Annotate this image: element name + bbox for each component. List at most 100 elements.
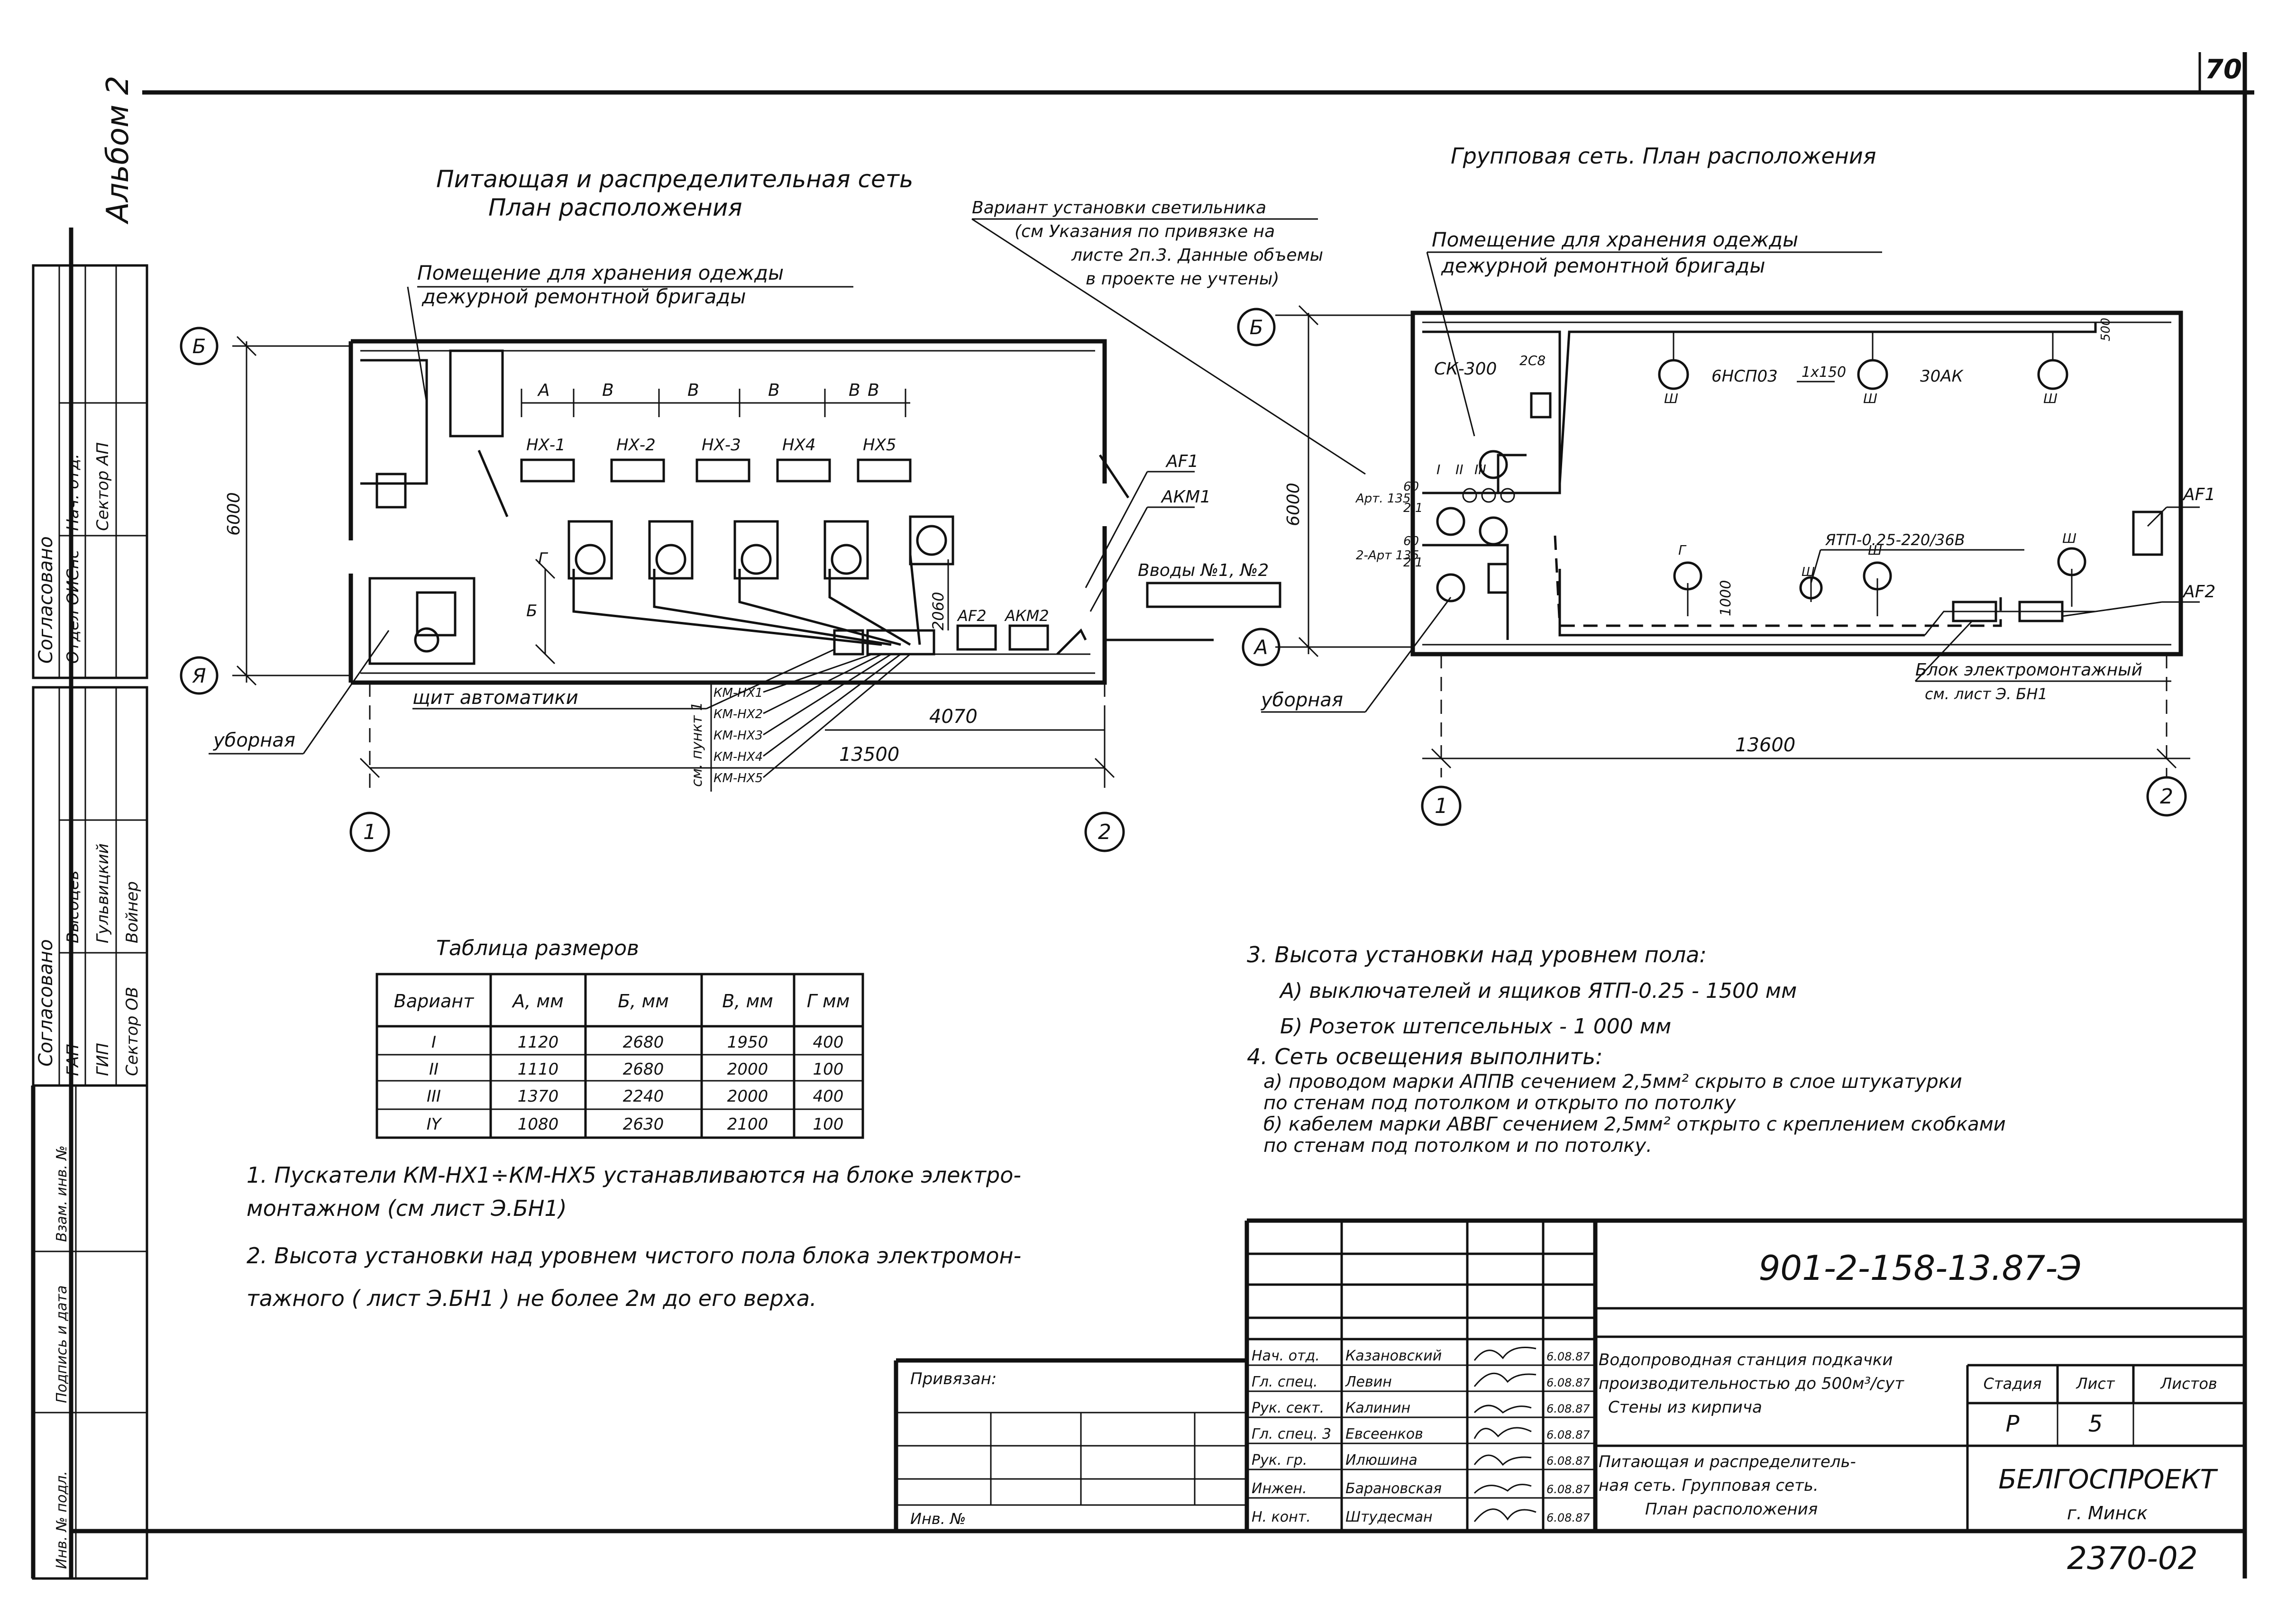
stamp-name2-3: Войнер — [123, 881, 142, 943]
table-cell: II — [429, 1060, 439, 1079]
starter-1: КМ-НХ1 — [713, 686, 763, 700]
tb-date-7: 6.08.87 — [1546, 1511, 1590, 1524]
table-cell: 2630 — [623, 1115, 664, 1134]
table-cell: 2000 — [727, 1060, 768, 1079]
left-dim-height: 6000 — [224, 492, 244, 536]
tb-name-5: Илюшина — [1345, 1452, 1418, 1469]
tb-role-6: Инжен. — [1252, 1480, 1307, 1497]
table-header-1: Вариант — [394, 991, 475, 1012]
pump-label-3: НХ-3 — [702, 436, 741, 455]
right-toilet-label: уборная — [1261, 689, 1343, 711]
lamp-mark-2: Ш — [1863, 391, 1877, 406]
variant-note-3: листе 2п.3. Данные объемы — [1071, 246, 1323, 265]
dim-small: 2060 — [929, 592, 947, 630]
fixtures-note-2: 1х150 — [1802, 364, 1846, 381]
table-cell: 2680 — [623, 1060, 664, 1079]
tb-role-4: Гл. спец. 3 — [1252, 1426, 1331, 1442]
sheet-value: 5 — [2088, 1411, 2103, 1437]
stamp-vcell-2: Подпись и дата — [54, 1286, 70, 1404]
note-right-5: а) проводом марки АППВ сечением 2,5мм² с… — [1263, 1071, 1962, 1093]
lamp-mark-6: Ш — [2062, 530, 2076, 546]
right-axis-2: 2 — [2160, 785, 2173, 809]
ytp-label: ЯТП-0.25-220/36В — [1825, 531, 1965, 549]
sheet-title-1: Питающая и распределитель- — [1599, 1452, 1856, 1471]
right-axis-a: А — [1253, 636, 1268, 659]
note-left-1: 1. Пускатели КМ-НХ1÷КМ-НХ5 устанавливают… — [247, 1162, 1021, 1188]
right-panel-note: 2С8 — [1519, 353, 1546, 368]
table-cell: 2000 — [727, 1087, 768, 1106]
org-city: г. Минск — [2067, 1503, 2148, 1524]
sheet-title-2: ная сеть. Групповая сеть. — [1599, 1476, 1819, 1495]
block-note-2: см. лист Э. БН1 — [1925, 685, 2048, 703]
left-axis-ya: Я — [192, 664, 206, 687]
right-lamps — [1436, 359, 2086, 602]
variant-note-1: Вариант установки светильника — [972, 198, 1266, 218]
tb-date-2: 6.08.87 — [1546, 1376, 1590, 1389]
project-1: Водопроводная станция подкачки — [1599, 1350, 1893, 1369]
right-axes — [1237, 305, 2190, 826]
right-group-wiring — [1497, 322, 2097, 637]
right-note-1: Арт. 135 — [1355, 492, 1411, 506]
pump-label-5: НХ5 — [863, 436, 896, 455]
table-header-2: А, мм — [511, 991, 564, 1012]
left-plan-title-1: Питающая и распределительная сеть — [436, 165, 913, 193]
pump-label-2: НХ-2 — [616, 436, 656, 455]
table-cell: 1370 — [518, 1087, 559, 1106]
project-2: производительностью до 500м³/сут — [1599, 1374, 1904, 1393]
note-right-2: А) выключателей и ящиков ЯТП-0.25 - 1500… — [1279, 979, 1797, 1003]
table-cell: III — [427, 1087, 441, 1106]
lamp-mark-1: Ш — [1664, 391, 1678, 406]
left-axis-b: Б — [192, 335, 206, 358]
dim-label-b-3: В — [768, 381, 780, 400]
left-right-label-4: АКМ2 — [1004, 607, 1049, 625]
starter-3: КМ-НХ3 — [713, 729, 763, 743]
table-header-4: В, мм — [722, 991, 773, 1012]
stage-header: Стадия — [1984, 1375, 2042, 1393]
left-right-label-1: АF1 — [1165, 452, 1198, 471]
stamp-row-2: Отдел ОИСнс — [64, 549, 82, 664]
stage-value: Р — [2006, 1411, 2020, 1437]
stamp-row-1: Нач. отд. — [64, 454, 82, 531]
stamp-agreed-2: Согласовано — [35, 939, 57, 1067]
left-axes — [180, 327, 1125, 852]
org-name: БЕЛГОСПРОЕКТ — [1998, 1464, 2218, 1495]
tb-date-1: 6.08.87 — [1546, 1350, 1590, 1363]
right-axis-b: Б — [1250, 316, 1263, 339]
album-label: Альбом 2 — [101, 76, 136, 225]
fixtures-note: 6НСП03 — [1711, 367, 1778, 386]
table-cell: 100 — [813, 1115, 844, 1134]
left-dim-right: 4070 — [929, 706, 978, 728]
left-pump-row — [520, 458, 954, 580]
stamp-vcell-1: Взам. инв. № — [54, 1145, 70, 1242]
right-note-4: 2-Арт 135 — [1356, 548, 1419, 563]
left-room-callout-1: Помещение для хранения одежды — [417, 261, 784, 284]
left-dim-total: 13500 — [839, 744, 899, 766]
table-cell: 2680 — [623, 1033, 664, 1052]
table-cell: I — [431, 1033, 436, 1052]
tb-role-5: Рук. гр. — [1252, 1452, 1307, 1469]
panel-label: щит автоматики — [412, 687, 578, 709]
left-axis-2: 2 — [1098, 820, 1111, 844]
note-left-3: 2. Высота установки над уровнем чистого … — [247, 1243, 1021, 1268]
right-dim-height: 6000 — [1284, 483, 1303, 526]
note-right-4: 4. Сеть освещения выполнить: — [1247, 1044, 1603, 1069]
table-cell: 2240 — [623, 1087, 664, 1106]
starter-5: КМ-НХ5 — [713, 771, 763, 785]
sheet-title-3: План расположения — [1645, 1500, 1818, 1519]
doc-code: 901-2-158-13.87-Э — [1759, 1248, 2082, 1288]
circuit-mark-2: II — [1455, 462, 1464, 477]
left-right-label-2: АКМ1 — [1161, 487, 1211, 507]
tb-name-3: Калинин — [1345, 1400, 1410, 1416]
tb-date-4: 6.08.87 — [1546, 1428, 1590, 1442]
table-cell: 100 — [813, 1060, 844, 1079]
stamp-name2-2: Гульвицкий — [93, 843, 112, 943]
stamp-row2-1: ГАП — [64, 1044, 82, 1076]
table-cell: 1950 — [727, 1033, 768, 1052]
lamp-mark-4: Г — [1678, 542, 1687, 558]
tb-role-1: Нач. отд. — [1252, 1348, 1320, 1364]
dim-label-b-4: В — [849, 381, 860, 400]
note-right-7: б) кабелем марки АВВГ сечением 2,5мм² от… — [1263, 1113, 2006, 1135]
right-note-2: 60 — [1403, 480, 1419, 494]
circuit-mark-3: III — [1474, 462, 1486, 477]
